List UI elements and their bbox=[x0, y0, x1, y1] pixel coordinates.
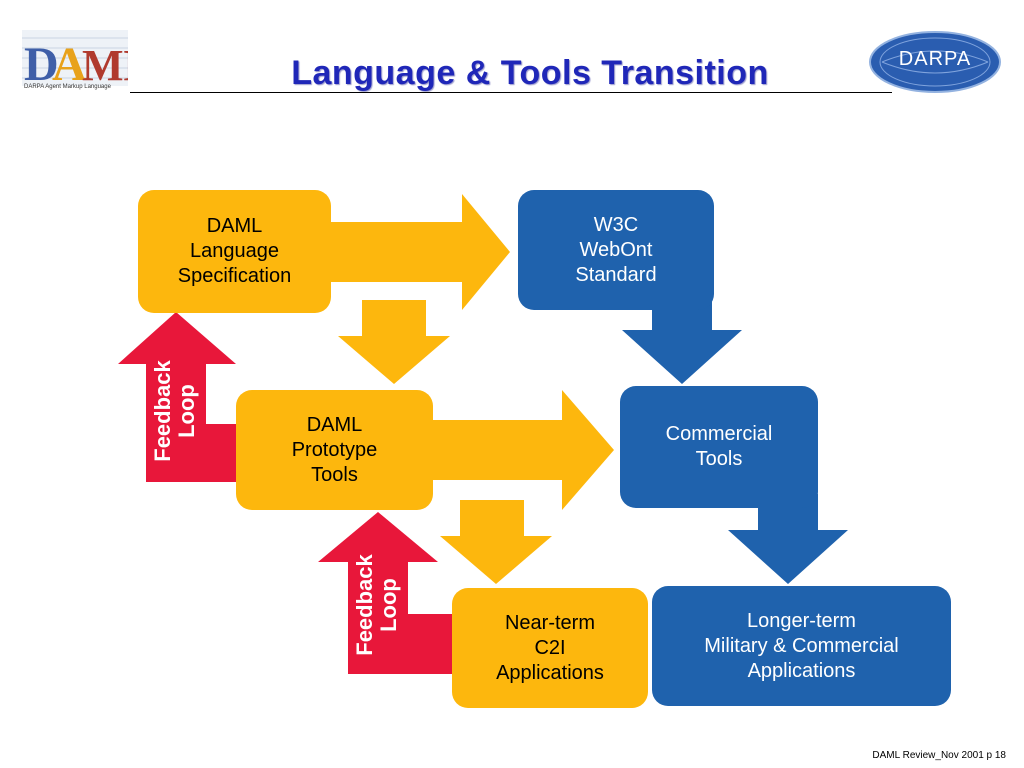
slide-title: Language & Tools Transition bbox=[291, 54, 769, 92]
arrow-spec-to-prototype bbox=[338, 300, 450, 384]
arrow-prototype-to-commercial bbox=[420, 390, 614, 510]
svg-text:A: A bbox=[52, 38, 87, 86]
darpa-seal: DARPA bbox=[868, 30, 1002, 94]
svg-text:ML: ML bbox=[82, 41, 128, 86]
box-daml-language-specification: DAML Language Specification bbox=[138, 190, 331, 313]
box-commercial-tools: Commercial Tools bbox=[620, 386, 818, 508]
arrow-spec-to-w3c bbox=[320, 194, 510, 310]
box-near-term-c2i-applications: Near-term C2I Applications bbox=[452, 588, 648, 708]
darpa-seal-text: DARPA bbox=[898, 48, 972, 70]
box-longer-term-applications: Longer-term Military & Commercial Applic… bbox=[652, 586, 951, 706]
arrow-prototype-to-near-term bbox=[440, 500, 552, 584]
arrow-w3c-to-commercial bbox=[622, 300, 742, 384]
svg-text:D: D bbox=[24, 38, 59, 86]
daml-logo-caption: DARPA Agent Markup Language bbox=[24, 84, 111, 90]
feedback-arrow-lower bbox=[318, 512, 456, 674]
daml-logo-graphic: D A ML bbox=[22, 30, 128, 86]
slide-footer: DAML Review_Nov 2001 p 18 bbox=[872, 750, 1006, 761]
title-underline bbox=[130, 92, 892, 93]
feedback-arrow-upper bbox=[118, 312, 244, 482]
feedback-loop-label-lower: Feedback Loop bbox=[352, 554, 401, 656]
feedback-loop-label-upper: Feedback Loop bbox=[150, 360, 199, 462]
box-w3c-webont-standard: W3C WebOnt Standard bbox=[518, 190, 714, 310]
darpa-seal-graphic bbox=[869, 31, 1001, 93]
arrow-commercial-to-longer-term bbox=[728, 494, 848, 584]
daml-logo: D A ML DARPA Agent Markup Language bbox=[22, 30, 128, 92]
box-daml-prototype-tools: DAML Prototype Tools bbox=[236, 390, 433, 510]
